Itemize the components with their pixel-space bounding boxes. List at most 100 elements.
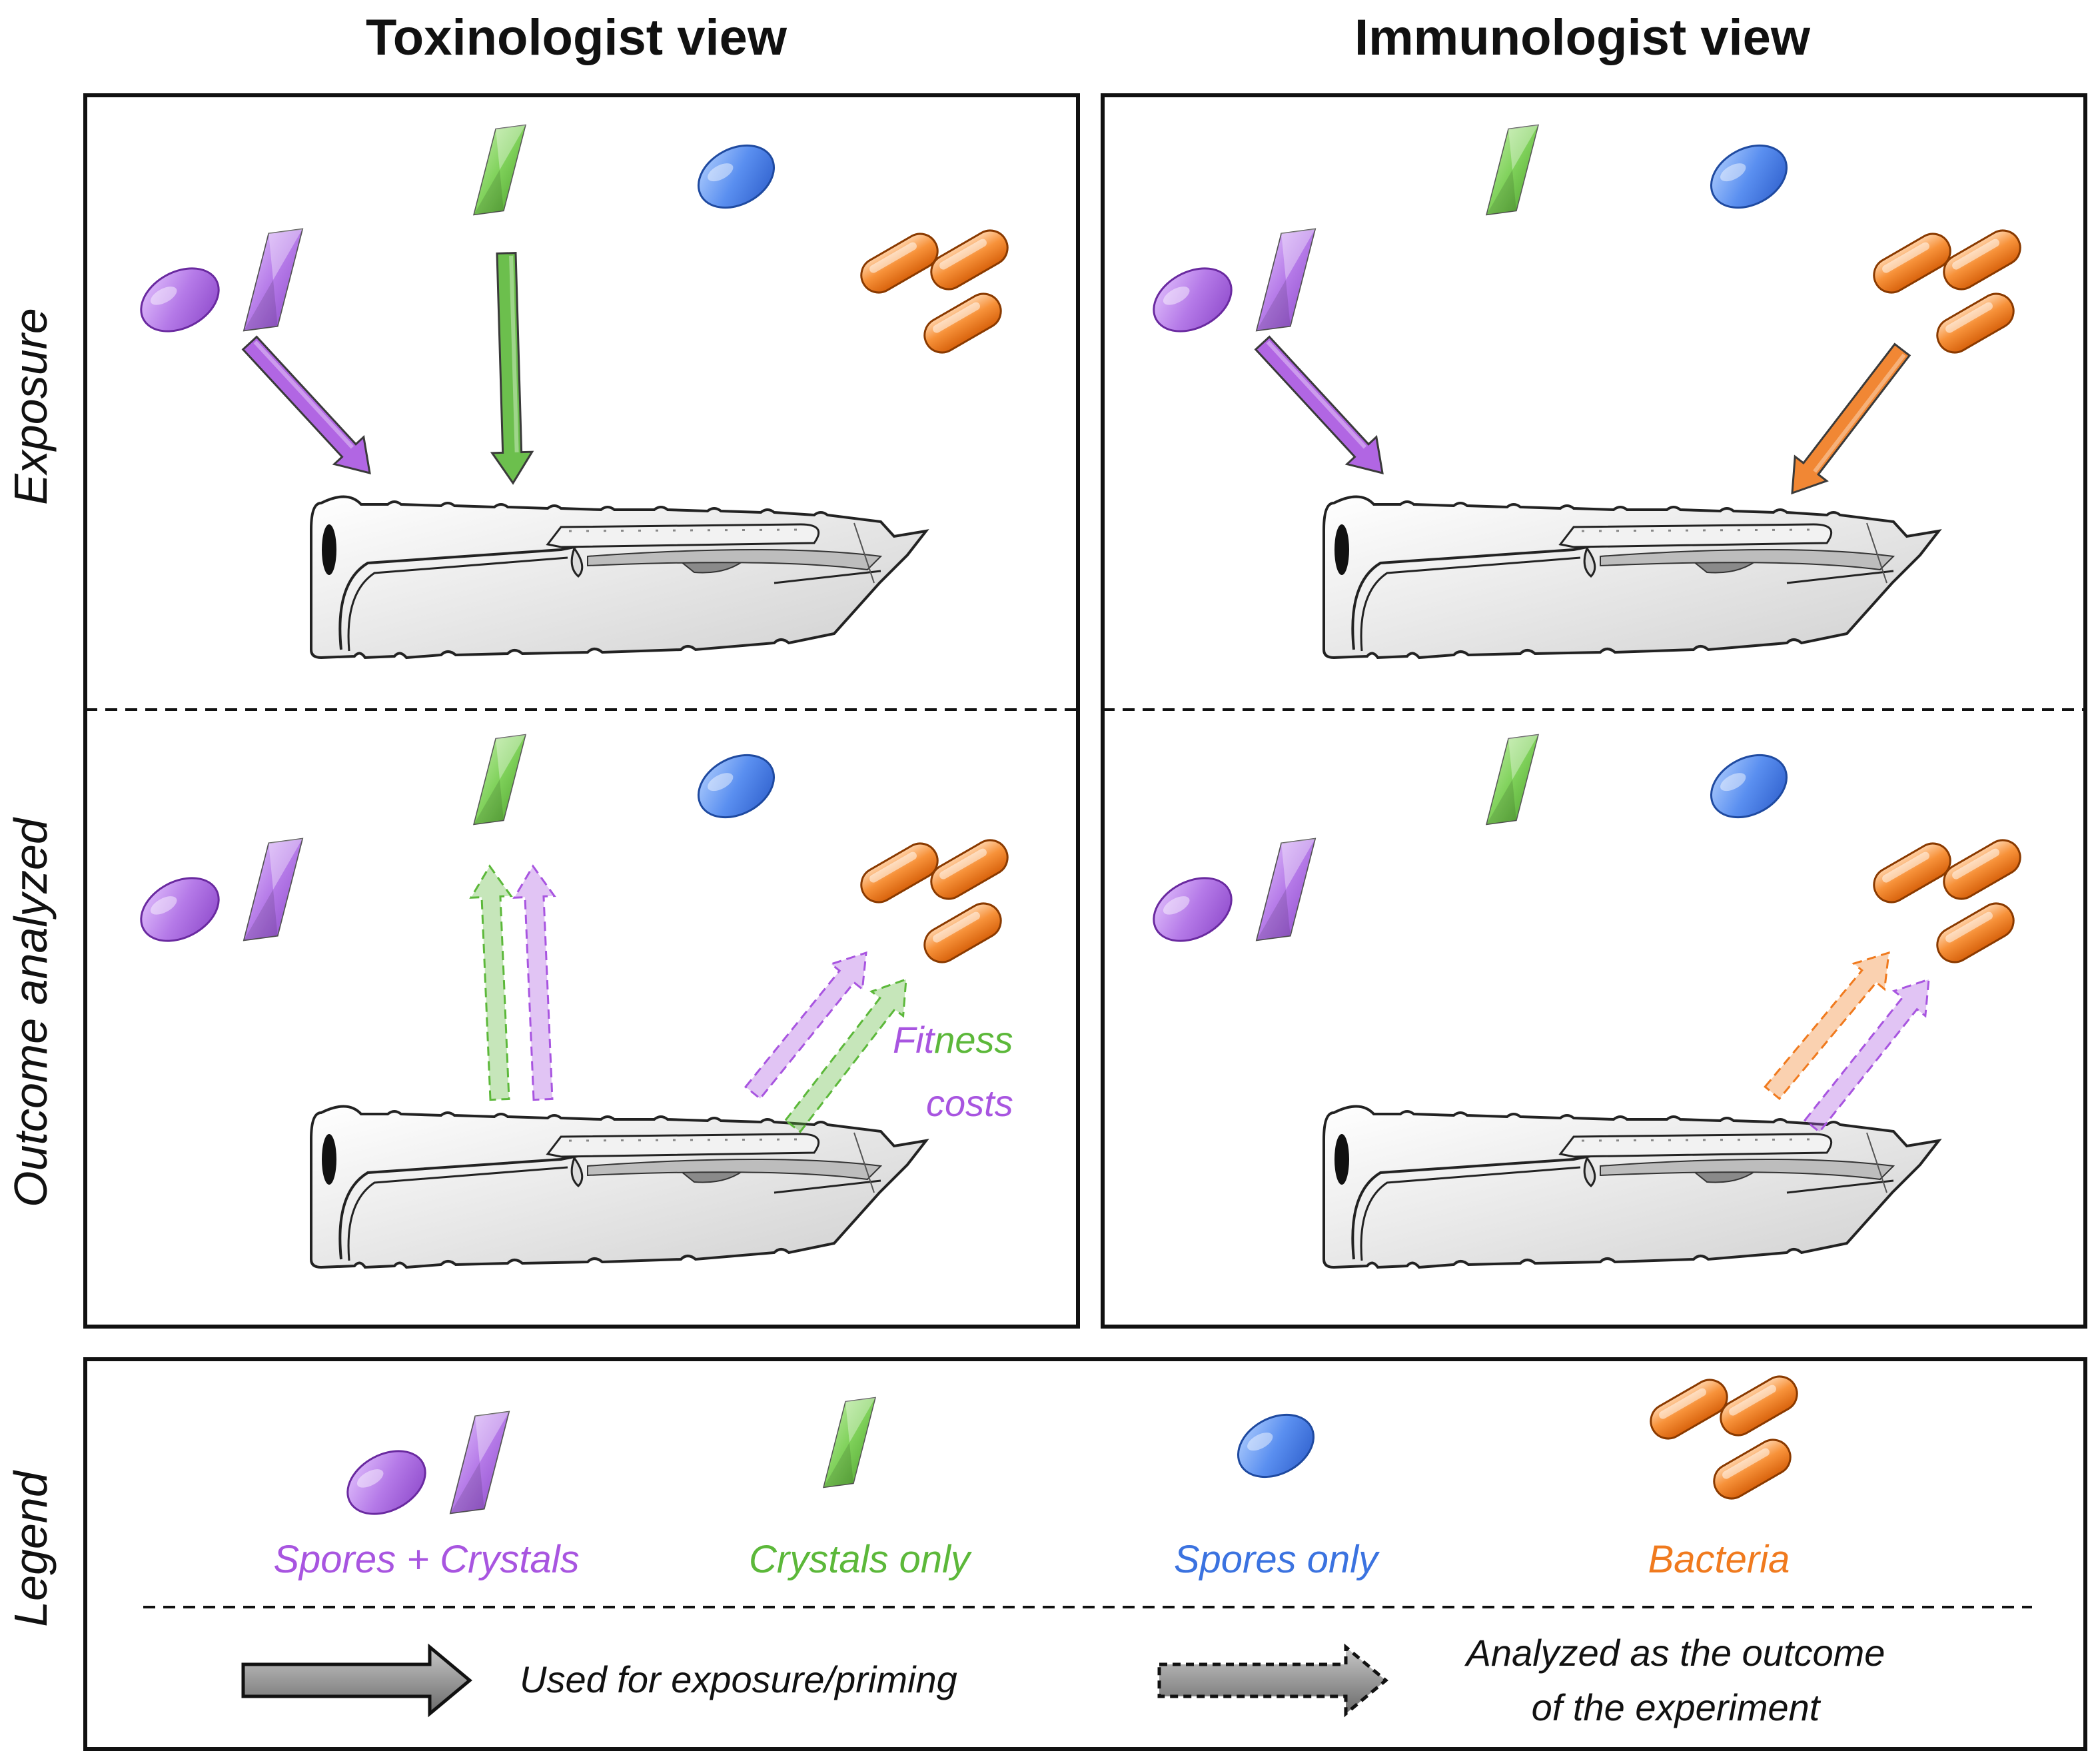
- bacterium-body: [1650, 1379, 1728, 1440]
- crystal-shape: [1255, 838, 1316, 941]
- bacterium-body: [923, 902, 1002, 963]
- legend-label-spores-crystals: Spores + Crystals: [273, 1538, 579, 1581]
- arrow-imm-spores-crystals-to-larva: [1254, 335, 1384, 475]
- bacteria-imm-exposure-rod-3: [1936, 293, 2015, 354]
- bacterium-highlight: [1659, 1388, 1706, 1419]
- bacterium-highlight: [933, 302, 980, 333]
- arrow-spores-crystals-to-larva: [241, 335, 371, 475]
- bacterium-highlight: [1722, 1448, 1770, 1479]
- crystal-only-tox-outcome: [473, 734, 526, 826]
- column-title-immunologist: Immunologist view: [1354, 9, 1811, 66]
- bacterium-body: [930, 229, 1009, 291]
- spore-body: [697, 754, 776, 819]
- spore-highlight: [1720, 773, 1746, 792]
- arrow-shape: [744, 951, 867, 1100]
- bacterium-highlight: [939, 239, 987, 270]
- arrow-highlight: [509, 255, 519, 452]
- bacterium-body: [860, 842, 939, 903]
- arrow-shape: [469, 864, 513, 1101]
- crystal-shape: [1486, 734, 1539, 826]
- bacterium-body: [1936, 293, 2015, 354]
- outcome-arrow-orange-to-bacteria: [1764, 951, 1890, 1101]
- spores-crystals-imm-outcome-spore: [1153, 877, 1233, 942]
- bacterium-highlight: [1882, 242, 1929, 273]
- spore-highlight: [150, 896, 177, 915]
- bacterium-highlight: [1952, 848, 1999, 880]
- crystal-shape: [243, 838, 304, 941]
- arrow-highlight: [1266, 340, 1367, 449]
- crystal-only-tox-exposure: [473, 124, 526, 216]
- spore-body: [140, 877, 220, 942]
- legend-spore-only: [1237, 1413, 1315, 1478]
- spores-crystals-tox-outcome-spore: [140, 877, 220, 942]
- legend-label-spores-only: Spores only: [1174, 1538, 1380, 1581]
- spore-highlight: [356, 1469, 384, 1488]
- legend-spores-crystals-spore: [346, 1450, 426, 1515]
- bacteria-tox-outcome-rod-2: [930, 839, 1009, 900]
- legend-spores-crystals-crystal: [449, 1411, 510, 1514]
- legend-bacteria-rod-3: [1713, 1439, 1792, 1500]
- arrow-shape: [784, 977, 907, 1133]
- bacterium-highlight: [939, 848, 987, 880]
- spores-crystals-imm-exposure-crystal: [1255, 228, 1316, 332]
- spore-body: [697, 144, 776, 209]
- particles-layer: [140, 124, 2021, 1515]
- spore-only-tox-exposure: [697, 144, 776, 209]
- bacterium-highlight: [1729, 1385, 1776, 1416]
- bacterium-body: [860, 233, 939, 294]
- spore-only-imm-outcome: [1710, 754, 1788, 819]
- crystal-shape: [243, 228, 304, 332]
- bacterium-body: [1873, 842, 1951, 903]
- bacterium-highlight: [1945, 302, 1993, 333]
- spores-crystals-tox-exposure-spore: [140, 267, 220, 332]
- bacterium-body: [1943, 229, 2021, 291]
- crystal-shape: [473, 124, 526, 216]
- bacteria-imm-outcome-rod-2: [1943, 839, 2021, 900]
- arrow-highlight: [253, 340, 354, 449]
- bacterium-body: [1943, 839, 2021, 900]
- arrow-shape: [1254, 335, 1384, 475]
- legend-label-bacteria: Bacteria: [1648, 1538, 1790, 1581]
- dashed-arrow-legend-icon: [1157, 1643, 1388, 1718]
- fitness-costs-line2: costs: [926, 1082, 1013, 1124]
- outcome-arrow-purple-to-crystals: [512, 864, 556, 1101]
- spore-body: [1153, 267, 1233, 332]
- bacterium-body: [930, 839, 1009, 900]
- crystal-shape: [449, 1411, 510, 1514]
- spores-crystals-tox-exposure-crystal: [243, 228, 304, 332]
- outcome-arrow-purple-to-bacteria: [744, 951, 867, 1100]
- crystal-only-imm-exposure: [1486, 124, 1539, 216]
- fitness-costs-word: costs: [926, 1082, 1013, 1124]
- bacteria-tox-outcome-rod-3: [923, 902, 1002, 963]
- larva-toxinologist-exposure: [310, 495, 927, 659]
- larva-immunologist-outcome: [1322, 1105, 1940, 1269]
- arrow-shape: [241, 335, 371, 475]
- bacteria-tox-exposure-rod-2: [930, 229, 1009, 291]
- spore-body: [140, 267, 220, 332]
- solid-arrow-legend-text: Used for exposure/priming: [520, 1658, 957, 1700]
- spore-body: [1237, 1413, 1315, 1478]
- spore-body: [1153, 877, 1233, 942]
- spore-highlight: [150, 287, 177, 305]
- spore-body: [1710, 144, 1788, 209]
- larva-immunologist-exposure: [1322, 495, 1940, 659]
- bacterium-body: [1873, 233, 1951, 294]
- bacterium-highlight: [1945, 911, 1993, 943]
- spore-highlight: [708, 163, 734, 182]
- larva-toxinologist-outcome: [310, 1105, 927, 1269]
- legend-crystal-only: [823, 1397, 876, 1488]
- bacteria-tox-exposure-rod-1: [860, 233, 939, 294]
- spores-crystals-tox-outcome-crystal: [243, 838, 304, 941]
- bacterium-highlight: [933, 911, 980, 943]
- crystal-shape: [823, 1397, 876, 1488]
- spore-highlight: [708, 773, 734, 792]
- bacterium-body: [1713, 1439, 1792, 1500]
- bacteria-imm-exposure-rod-2: [1943, 229, 2021, 291]
- crystal-only-imm-outcome: [1486, 734, 1539, 826]
- spore-body: [346, 1450, 426, 1515]
- spores-crystals-imm-exposure-spore: [1153, 267, 1233, 332]
- bacterium-highlight: [1882, 852, 1929, 883]
- spore-body: [1710, 754, 1788, 819]
- spore-highlight: [1247, 1433, 1273, 1451]
